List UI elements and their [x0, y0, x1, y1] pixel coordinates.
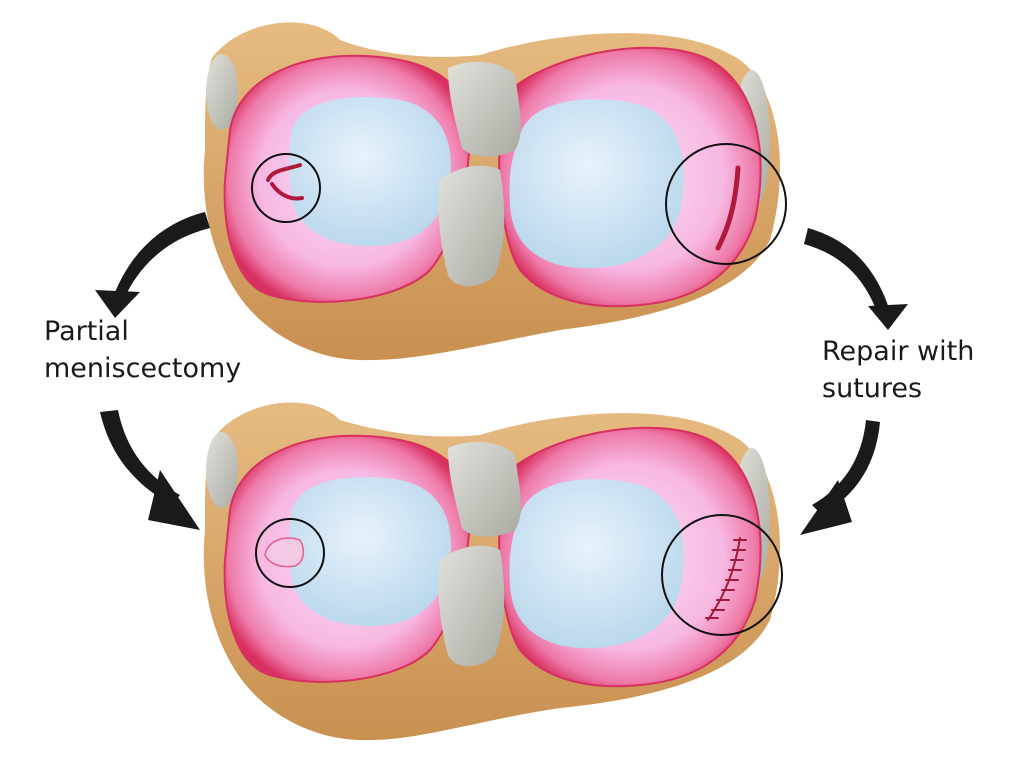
- trimmed-edge-bottom: [264, 537, 305, 568]
- tear-circle-left-bottom: [255, 518, 325, 588]
- label-partial-meniscectomy: Partial meniscectomy: [44, 316, 242, 384]
- curved-arrow-down-left-icon: [112, 212, 210, 303]
- knee-torn: [203, 22, 787, 361]
- arrowhead-right-top-icon: [868, 304, 908, 330]
- ligament-left-top: [206, 54, 238, 130]
- ligament-left-bottom: [206, 432, 238, 508]
- tear-circle-right-top: [665, 143, 787, 265]
- process-arrows: [95, 212, 908, 535]
- flap-tear-top: [266, 163, 304, 201]
- tear-circle-left-top: [251, 153, 321, 223]
- cartilage-lateral-top: [509, 99, 684, 269]
- curved-arrow-down-right-icon: [100, 410, 180, 505]
- cruciate-ligament-b-top: [438, 165, 505, 287]
- tear-circle-right-bottom: [661, 514, 783, 636]
- cartilage-medial-bottom: [289, 477, 451, 626]
- cartilage-medial-top: [289, 97, 451, 246]
- cruciate-ligament-a-top: [448, 61, 521, 157]
- cruciate-ligament-b-bottom: [438, 545, 505, 667]
- longitudinal-tear-top: [715, 165, 741, 251]
- curved-arrow-down-right-icon: [804, 228, 892, 320]
- cartilage-lateral-bottom: [509, 479, 684, 649]
- cruciate-ligament-a-bottom: [448, 441, 521, 537]
- curved-arrow-down-left-icon: [812, 420, 880, 515]
- suture-line-bottom: [705, 537, 747, 621]
- arrowhead-right-bottom-icon: [800, 480, 852, 535]
- arrowhead-left-bottom-icon: [148, 470, 200, 530]
- arrowhead-left-top-icon: [95, 290, 140, 318]
- knee-repaired: [203, 402, 783, 741]
- label-repair-with-sutures: Repair with sutures: [822, 336, 975, 404]
